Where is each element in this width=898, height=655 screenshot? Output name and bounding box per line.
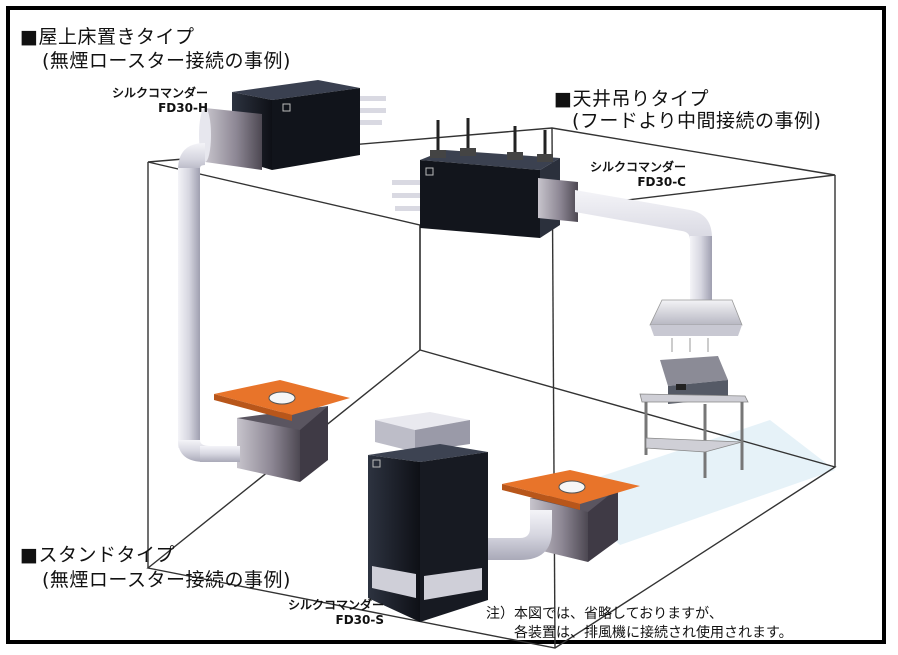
stand-type-title: ■スタンドタイプ xyxy=(20,544,175,566)
ceiling-duct-horizontal xyxy=(575,190,712,300)
ceiling-type-title: ■天井吊りタイプ xyxy=(554,88,709,110)
rooftop-duct-vertical xyxy=(178,168,200,448)
rooftop-type-title: ■屋上床置きタイプ xyxy=(20,26,195,48)
left-floor-duct xyxy=(200,446,240,462)
stand-product-label: シルクコマンダー FD30-S xyxy=(288,598,384,628)
ceiling-duct-vertical xyxy=(690,236,712,302)
stand-product-model: FD30-S xyxy=(335,613,384,627)
range-hood xyxy=(649,299,743,352)
rooftop-product-label: シルクコマンダー FD30-H xyxy=(112,86,208,116)
stand-unit xyxy=(368,412,488,622)
diagram-frame xyxy=(6,6,886,644)
rooftop-type-subtitle: (無煙ロースター接続の事例) xyxy=(42,50,291,72)
roaster-cart xyxy=(639,356,749,478)
note-line-1: 注）本図では、省略しておりますが、 xyxy=(486,606,723,622)
rooftop-product-model: FD30-H xyxy=(158,101,208,115)
left-roaster-table xyxy=(214,380,350,482)
rooftop-unit xyxy=(199,80,386,170)
ceiling-unit xyxy=(392,118,578,238)
ceiling-product-name: シルクコマンダー xyxy=(589,160,686,174)
floor-light xyxy=(560,420,835,545)
ceiling-type-subtitle: (フードより中間接続の事例) xyxy=(572,110,822,132)
stand-type-subtitle: (無煙ロースター接続の事例) xyxy=(42,569,291,591)
note-line-2: 各装置は、排風機に接続され使用されます。 xyxy=(514,625,793,641)
ceiling-product-label: シルクコマンダー FD30-C xyxy=(590,160,686,190)
rooftop-product-name: シルクコマンダー xyxy=(111,86,208,100)
stand-product-name: シルクコマンダー xyxy=(287,598,384,612)
stand-duct xyxy=(488,510,552,560)
diagram-note: 注）本図では、省略しておりますが、 各装置は、排風機に接続され使用されます。 xyxy=(486,605,793,643)
rooftop-duct-elbow xyxy=(178,143,205,175)
ceiling-product-model: FD30-C xyxy=(637,175,686,189)
